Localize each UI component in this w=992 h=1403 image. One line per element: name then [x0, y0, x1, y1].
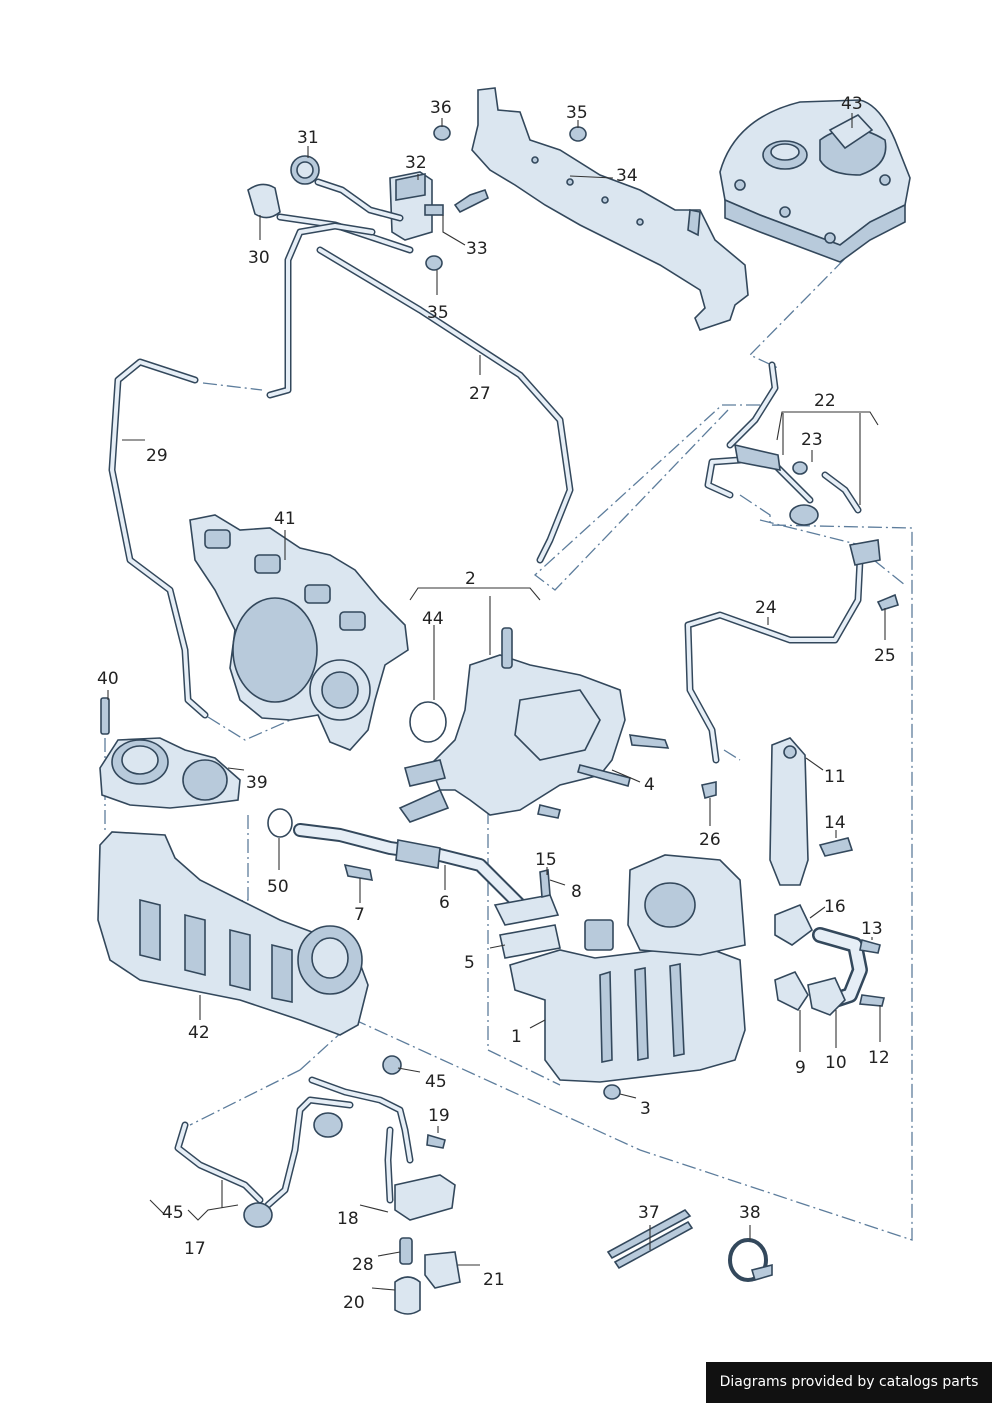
label-35-top: 35: [566, 103, 588, 123]
label-41: 41: [274, 509, 296, 529]
label-5: 5: [464, 953, 475, 973]
label-45-upper: 45: [425, 1072, 447, 1092]
nuts-and-bolts-top: [425, 125, 587, 271]
heat-shield-bracket: [471, 87, 749, 331]
label-1: 1: [511, 1027, 522, 1047]
leader-lines: [107, 113, 886, 1291]
label-26: 26: [699, 830, 721, 850]
label-40: 40: [97, 669, 119, 689]
label-24: 24: [755, 598, 777, 618]
label-31: 31: [297, 128, 319, 148]
label-6: 6: [439, 893, 450, 913]
label-22: 22: [814, 391, 836, 411]
label-35-mid: 35: [427, 303, 449, 323]
label-45-lower: 45: [162, 1203, 184, 1223]
label-20: 20: [343, 1293, 365, 1313]
lower-vacuum-hoses: [174, 1055, 461, 1315]
label-32: 32: [405, 153, 427, 173]
label-9: 9: [795, 1058, 806, 1078]
label-3: 3: [640, 1099, 651, 1119]
label-2: 2: [465, 569, 476, 589]
label-33: 33: [466, 239, 488, 259]
vacuum-hoses: [108, 178, 574, 719]
egr-cooler-housing: [398, 627, 670, 823]
label-13: 13: [861, 919, 883, 939]
label-8: 8: [571, 882, 582, 902]
label-50: 50: [267, 877, 289, 897]
label-27: 27: [469, 384, 491, 404]
label-44: 44: [422, 609, 444, 629]
turbocharger-manifold: [189, 514, 409, 751]
label-36: 36: [430, 98, 452, 118]
label-29: 29: [146, 446, 168, 466]
throttle-valve-module: [99, 697, 241, 809]
label-12: 12: [868, 1048, 890, 1068]
egr-cooler: [509, 854, 746, 1100]
label-18: 18: [337, 1209, 359, 1229]
label-11: 11: [824, 767, 846, 787]
cooler-flange-parts: [769, 737, 885, 1016]
part-labels: 36 35 43 31 32 34 30 33 35 27 22 23 29 4…: [97, 94, 896, 1313]
label-42: 42: [188, 1023, 210, 1043]
label-16: 16: [824, 897, 846, 917]
cable-ties-and-clamp: [606, 1208, 773, 1282]
label-4: 4: [644, 775, 655, 795]
label-39: 39: [246, 773, 268, 793]
vacuum-fittings: [247, 155, 320, 219]
pressure-converter-valve: [389, 171, 444, 241]
label-10: 10: [825, 1053, 847, 1073]
label-34: 34: [616, 166, 638, 186]
label-7: 7: [354, 905, 365, 925]
credit-banner: Diagrams provided by catalogs parts: [706, 1362, 992, 1403]
label-28: 28: [352, 1255, 374, 1275]
label-21: 21: [483, 1270, 505, 1290]
intake-manifold: [97, 831, 369, 1036]
assembly-guide-lines: [104, 224, 913, 1241]
label-25: 25: [874, 646, 896, 666]
label-38: 38: [739, 1203, 761, 1223]
label-15: 15: [535, 850, 557, 870]
right-vacuum-hoses: [684, 361, 899, 799]
cylinder-head-cover: [719, 99, 911, 263]
label-30: 30: [248, 248, 270, 268]
label-19: 19: [428, 1106, 450, 1126]
label-14: 14: [824, 813, 846, 833]
label-17: 17: [184, 1239, 206, 1259]
egr-pipe-assembly: [267, 808, 561, 959]
label-37: 37: [638, 1203, 660, 1223]
label-43: 43: [841, 94, 863, 114]
label-23: 23: [801, 430, 823, 450]
